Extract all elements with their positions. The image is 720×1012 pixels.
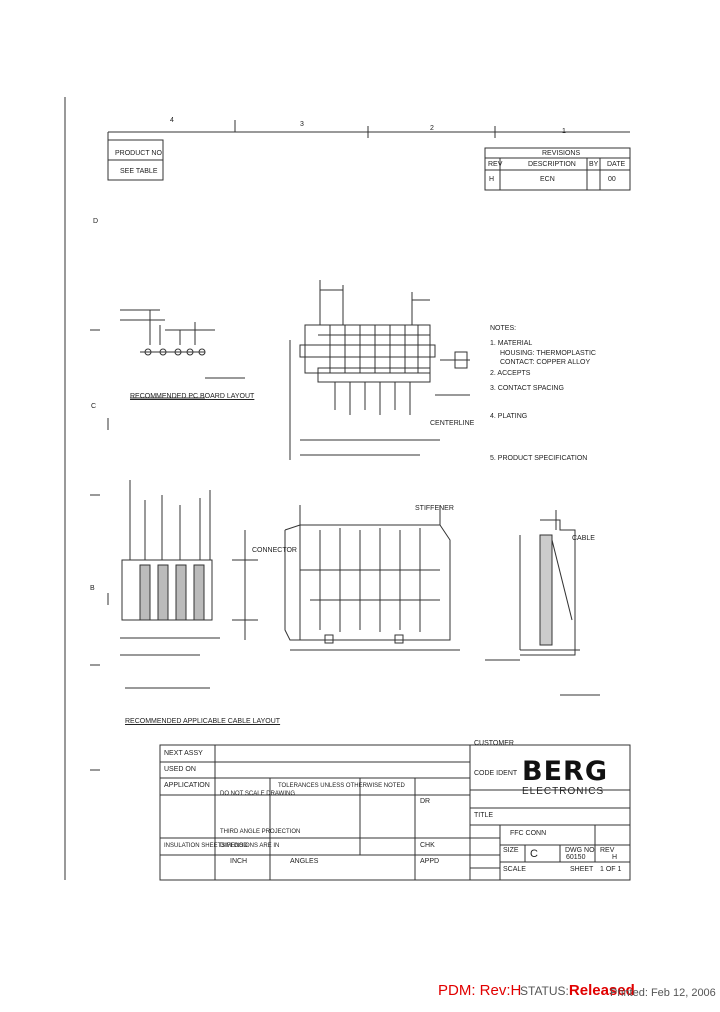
size-value: C — [530, 848, 538, 860]
title-label: TITLE — [474, 812, 494, 819]
dwg-no-label: DWG NO — [565, 847, 595, 854]
sheet-value: 1 OF 1 — [600, 866, 622, 873]
zone-2: 2 — [430, 125, 434, 132]
dims-label: DIMENSIONS ARE IN — [220, 843, 280, 849]
status-label-text: STATUS: — [520, 984, 569, 998]
connector-label: CONNECTOR — [252, 547, 297, 554]
next-assy-label: NEXT ASSY — [164, 750, 203, 757]
berg-logo: BERG — [522, 756, 608, 787]
revisions-title: REVISIONS — [542, 150, 581, 157]
note-line: 3. CONTACT SPACING — [490, 385, 564, 392]
pcb-layout-label: RECOMMENDED PC BOARD LAYOUT — [130, 393, 255, 400]
scale-label: SCALE — [503, 866, 526, 873]
cable-label: CABLE — [572, 535, 595, 542]
dr-label: DR — [420, 798, 431, 805]
do-not-scale-label: DO NOT SCALE DRAWING — [220, 791, 296, 797]
dims-unit: INCH — [230, 858, 248, 865]
status-value: Released — [568, 982, 635, 999]
zone-c: C — [91, 403, 97, 410]
code-ident-label: CODE IDENT — [474, 770, 518, 777]
rev-value: H — [612, 854, 618, 861]
note-line: 5. PRODUCT SPECIFICATION — [490, 455, 588, 462]
used-on-label: USED ON — [164, 766, 196, 773]
note-line: HOUSING: THERMOPLASTIC — [500, 350, 596, 357]
third-angle-label: THIRD ANGLE PROJECTION — [220, 829, 301, 835]
customer-label: CUSTOMER — [474, 740, 514, 747]
appd-label: APPD — [420, 858, 440, 865]
zone-4: 4 — [170, 117, 174, 124]
product-no-value: SEE TABLE — [120, 168, 158, 175]
cable-layout-label: RECOMMENDED APPLICABLE CABLE LAYOUT — [125, 718, 281, 725]
tolerances-label: TOLERANCES UNLESS OTHERWISE NOTED — [278, 783, 405, 789]
zone-3: 3 — [300, 121, 304, 128]
dwg-no-value: 60150 — [566, 854, 586, 861]
notes-header: NOTES: — [490, 325, 517, 332]
chk-label: CHK — [420, 842, 435, 849]
centerline-label: CENTERLINE — [430, 420, 475, 427]
zone-1: 1 — [562, 128, 566, 135]
angles-label: ANGLES — [290, 858, 319, 865]
rev-label: REV — [600, 847, 615, 854]
application-label: APPLICATION — [164, 782, 210, 789]
note-line: 2. ACCEPTS — [490, 370, 531, 377]
berg-logo-sub: ELECTRONICS — [522, 786, 605, 797]
zone-d: D — [93, 218, 99, 225]
material-note: INSULATION SHEETS FLOOD — [164, 843, 248, 849]
rev-row-rev: H — [489, 176, 495, 183]
rev-row-desc: ECN — [540, 176, 555, 183]
note-line: 1. MATERIAL — [490, 340, 533, 347]
printed-date: Printed: Feb 12, 2006 — [610, 987, 716, 999]
rev-col-date: DATE — [607, 161, 626, 168]
rev-col-by: BY — [589, 161, 599, 168]
rev-label-text: Rev: — [479, 982, 511, 999]
note-line: 4. PLATING — [490, 413, 528, 420]
pdm-label-text: PDM: — [438, 982, 476, 999]
size-label: SIZE — [503, 847, 519, 854]
zone-b: B — [90, 585, 95, 592]
note-line: CONTACT: COPPER ALLOY — [500, 359, 591, 366]
sheet-label: SHEET — [570, 866, 594, 873]
stiffener-label: STIFFENER — [415, 505, 454, 512]
pdm-label: PDM: Rev:H — [438, 982, 521, 1000]
product-no-label: PRODUCT NO — [115, 150, 162, 157]
rev-col-rev: REV — [488, 161, 503, 168]
rev-value-text: H — [510, 982, 522, 999]
rev-col-desc: DESCRIPTION — [528, 161, 576, 168]
title-value: FFC CONN — [510, 830, 547, 837]
rev-row-date: 00 — [608, 176, 616, 183]
status-label: STATUS:Released — [520, 982, 635, 1000]
